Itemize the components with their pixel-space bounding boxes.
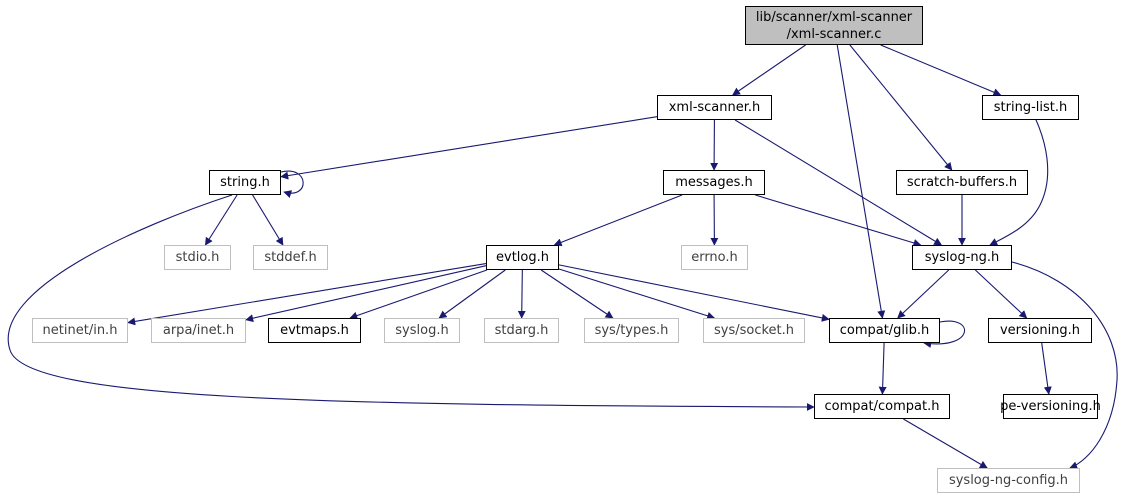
node-versioning[interactable]: versioning.h [988,318,1092,343]
node-evtlog[interactable]: evtlog.h [486,245,559,270]
edge-root-to-scratch [849,44,953,171]
node-glib[interactable]: compat/glib.h [829,318,940,343]
node-string[interactable]: string.h [209,170,281,195]
node-stdio: stdio.h [164,245,231,270]
edge-evtlog-to-systypes [540,269,614,319]
edge-string-to-stdio [204,194,238,246]
node-peversioning[interactable]: pe-versioning.h [1000,394,1101,419]
node-syslog: syslog.h [384,318,460,343]
node-errno: errno.h [681,245,748,270]
edge-syslogng-to-config [1011,261,1118,470]
node-netinet: netinet/in.h [32,318,128,343]
edge-compat-to-config [903,418,988,469]
edge-xmlscanner-to-string [280,116,658,180]
node-config: syslog-ng-config.h [937,468,1080,493]
edge-string-to-stddef [252,194,284,246]
edge-evtlog-to-syssocket [558,268,716,320]
node-xmlscanner[interactable]: xml-scanner.h [657,95,772,120]
node-stringlist[interactable]: string-list.h [982,95,1079,120]
edge-glib-to-glib [923,320,965,348]
edge-evtlog-to-glib [558,264,830,322]
edge-stringlist-to-syslogng [989,119,1049,246]
node-root[interactable]: lib/scanner/xml-scanner /xml-scanner.c [745,6,923,45]
node-stddef: stddef.h [253,245,328,270]
edge-messages-to-evtlog [553,194,683,247]
node-scratch[interactable]: scratch-buffers.h [896,170,1028,195]
edge-versioning-to-peversioning [1041,342,1052,395]
edge-root-to-stringlist [880,44,1002,96]
node-syslogng[interactable]: syslog-ng.h [912,245,1012,270]
edge-xmlscanner-to-syslogng [734,119,943,246]
node-systypes: sys/types.h [584,318,679,343]
edge-evtlog-to-evtmaps [349,269,488,320]
edge-root-to-xmlscanner [732,44,806,96]
edge-string-to-compat [7,194,815,411]
edge-syslogng-to-versioning [974,269,1028,319]
edge-syslogng-to-glib [897,269,950,319]
node-messages[interactable]: messages.h [663,170,765,195]
edge-root-to-glib [836,44,886,319]
edge-glib-to-compat [878,342,887,395]
node-stdarg: stdarg.h [484,318,559,343]
node-syssocket: sys/socket.h [703,318,805,343]
node-compat[interactable]: compat/compat.h [814,394,950,419]
edge-evtlog-to-stdarg [517,269,526,319]
edge-evtlog-to-netinet [127,262,487,326]
edge-evtlog-to-syslog [438,269,506,319]
edge-messages-to-syslogng [755,194,922,247]
node-evtmaps[interactable]: evtmaps.h [268,318,361,343]
node-arpa: arpa/inet.h [151,318,246,343]
edge-evtlog-to-arpa [245,265,487,323]
edge-string-to-string [280,170,304,198]
